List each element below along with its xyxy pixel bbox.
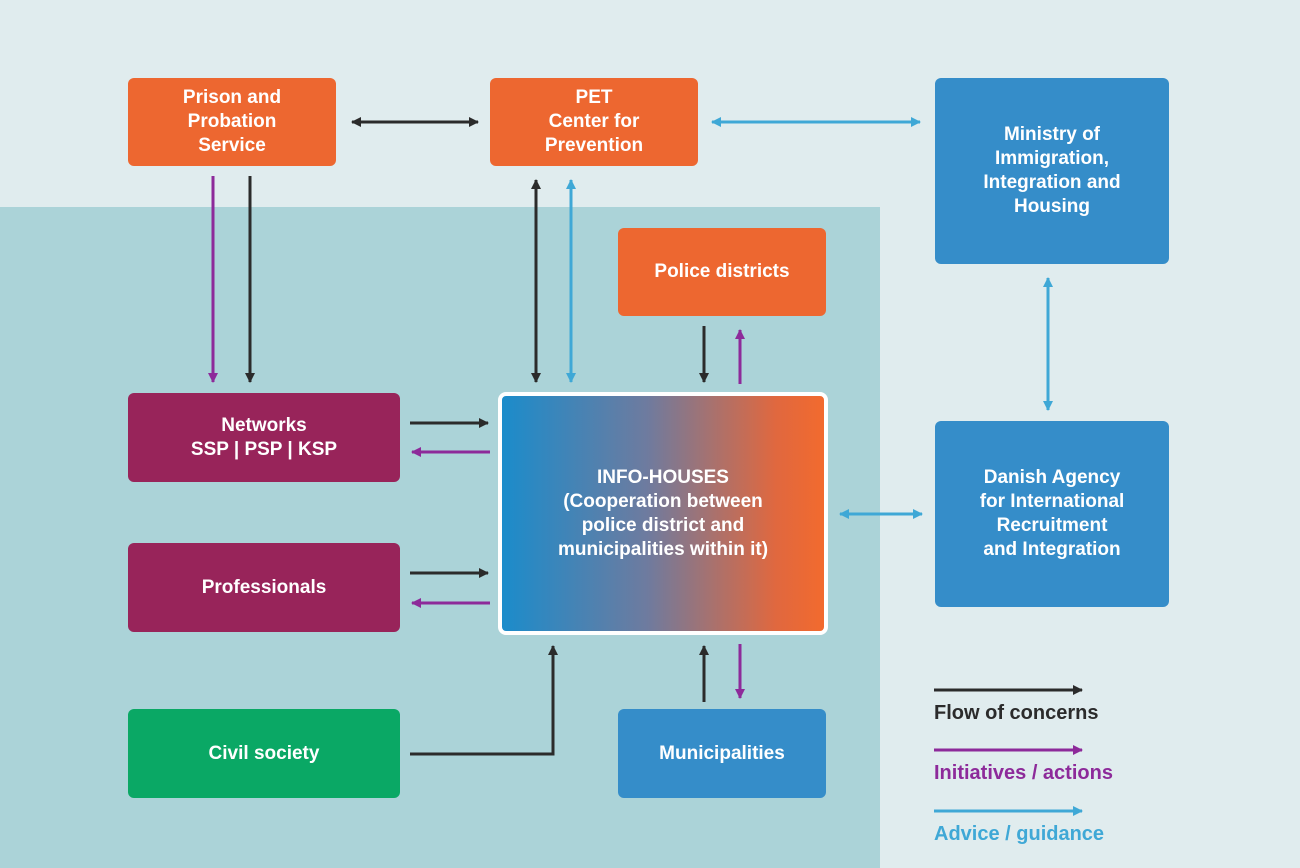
networks-box: Networks SSP | PSP | KSP xyxy=(128,393,400,482)
professionals-box: Professionals xyxy=(128,543,400,632)
prison-probation-box: Prison and Probation Service xyxy=(128,78,336,166)
civil-society-box: Civil society xyxy=(128,709,400,798)
pet-center-box: PET Center for Prevention xyxy=(490,78,698,166)
legend-advice-label: Advice / guidance xyxy=(934,823,1105,845)
danish-agency-box: Danish Agency for International Recruitm… xyxy=(935,421,1169,607)
ministry-box: Ministry of Immigration, Integration and… xyxy=(935,78,1169,264)
legend-flow-label: Flow of concerns xyxy=(934,702,1099,724)
info-houses-box: INFO-HOUSES (Cooperation between police … xyxy=(498,392,828,635)
legend-initiatives-label: Initiatives / actions xyxy=(934,762,1113,784)
arrow-civil-info-flow xyxy=(410,645,558,756)
police-districts-box: Police districts xyxy=(618,228,826,316)
municipalities-box: Municipalities xyxy=(618,709,826,798)
